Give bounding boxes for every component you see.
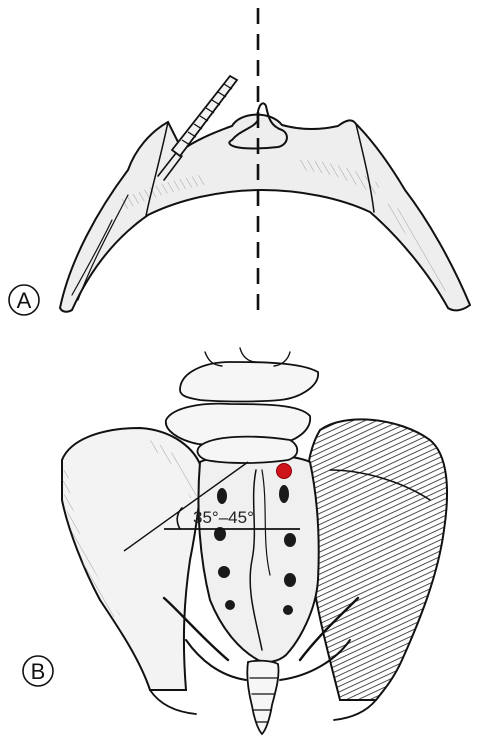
panel-label-b: B: [23, 656, 53, 686]
lumbar-vertebrae: [166, 348, 318, 463]
angle-label: 35°–45°: [193, 508, 254, 527]
panel-label-a: A: [9, 285, 39, 315]
panel-b-posterior-pelvis: 35°–45° B: [23, 348, 447, 734]
svg-text:A: A: [17, 288, 32, 313]
panel-a-axial-section: A: [9, 8, 470, 318]
right-ilium-muscle: [306, 419, 447, 700]
svg-text:B: B: [31, 659, 46, 684]
pelvic-arch-section: [60, 115, 470, 312]
entry-point-marker: [277, 464, 292, 479]
coccyx: [247, 661, 278, 734]
